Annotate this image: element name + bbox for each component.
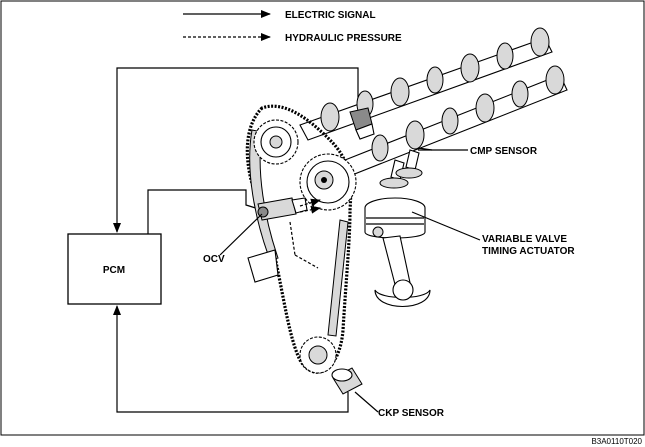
cmp-sensor-label: CMP SENSOR bbox=[470, 146, 538, 157]
timing-chain bbox=[245, 104, 353, 374]
hydraulic-paths bbox=[289, 198, 321, 269]
vvt-actuator-label-line2: TIMING ACTUATOR bbox=[482, 246, 575, 257]
vvt-actuator-label-line1: VARIABLE VALVE bbox=[482, 234, 567, 245]
legend-hydraulic-pressure-label: HYDRAULIC PRESSURE bbox=[285, 33, 402, 44]
crank-sprocket bbox=[299, 336, 337, 374]
ckp-sensor-label: CKP SENSOR bbox=[378, 408, 445, 419]
figure-id: B3A0110T020 bbox=[591, 437, 642, 446]
chain-tensioner bbox=[327, 219, 349, 337]
cmp-sensor bbox=[349, 107, 375, 140]
pcm-to-ocv-wire bbox=[147, 189, 263, 234]
ckp-sensor bbox=[331, 367, 363, 395]
exhaust-cam-sprocket bbox=[253, 119, 299, 165]
legend-electric-signal-label: ELECTRIC SIGNAL bbox=[285, 10, 376, 21]
ocv-label: OCV bbox=[203, 254, 225, 265]
figure-frame bbox=[0, 0, 645, 436]
valves bbox=[379, 149, 423, 189]
ocv-valve bbox=[257, 197, 308, 221]
chain-guide bbox=[249, 129, 279, 261]
variable-valve-timing-actuator bbox=[299, 153, 357, 211]
ckp-to-pcm-wire bbox=[113, 305, 349, 413]
legend: ELECTRIC SIGNAL HYDRAULIC PRESSURE bbox=[183, 10, 402, 44]
signal-wiring bbox=[113, 67, 359, 413]
cmp-to-pcm-wire bbox=[113, 67, 359, 233]
pcm-label: PCM bbox=[103, 265, 125, 276]
pcm-module: PCM bbox=[67, 233, 162, 305]
engine-bracket bbox=[247, 249, 279, 283]
piston-assembly bbox=[364, 197, 431, 308]
pcm-box bbox=[67, 233, 162, 305]
leader-lines bbox=[219, 147, 481, 413]
